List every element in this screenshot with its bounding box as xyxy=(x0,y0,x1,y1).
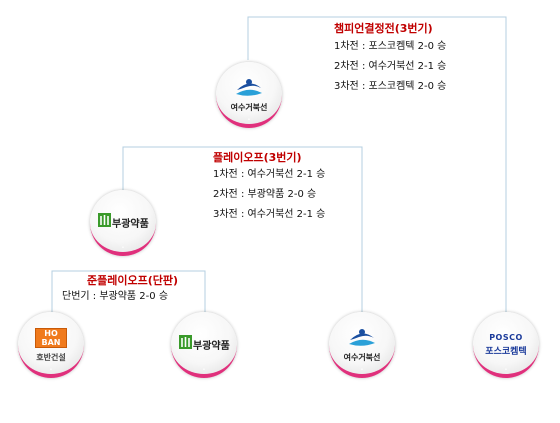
final-bracket-line xyxy=(247,16,507,318)
playoff-game-3: 3차전 : 여수거북선 2-1 승 xyxy=(213,209,326,220)
logo-dot: • xyxy=(360,367,364,373)
championship-results: 1차전 : 포스코켐텍 2-0 승 2차전 : 여수거북선 2-1 승 3차전 … xyxy=(334,37,446,97)
yeosu-logo-final: 여수거북선 • xyxy=(216,62,282,128)
bukwang-logo-playoff: 부광약품 • xyxy=(90,190,156,256)
playoff-bracket-line xyxy=(122,146,363,318)
championship-game-1: 1차전 : 포스코켐텍 2-0 승 xyxy=(334,41,447,52)
championship-game-2: 2차전 : 여수거북선 2-1 승 xyxy=(334,61,447,72)
logo-dot: • xyxy=(504,367,508,373)
team-name: 여수거북선 xyxy=(343,353,381,362)
bukwang-logo-semi: 부광약품 • xyxy=(171,312,237,378)
leaf-icon xyxy=(179,335,192,349)
logo-dot: • xyxy=(49,367,53,373)
team-name: 부광약품 xyxy=(112,219,149,230)
yeosu-logo-playoff: 여수거북선 • xyxy=(329,312,395,378)
turtle-ship-icon xyxy=(349,329,375,346)
semi-bracket-line xyxy=(51,270,206,318)
semi-playoff-title: 준플레이오프(단판) xyxy=(87,274,179,287)
championship-game-3: 3차전 : 포스코켐텍 2-0 승 xyxy=(334,81,447,92)
playoff-results: 1차전 : 여수거북선 2-1 승 2차전 : 부광약품 2-0 승 3차전 :… xyxy=(213,165,325,225)
team-name: 여수거북선 xyxy=(230,103,268,112)
posco-mark-icon: POSCO xyxy=(489,333,523,342)
turtle-ship-icon xyxy=(236,79,262,96)
logo-dot: • xyxy=(121,245,125,251)
posco-logo: POSCO 포스코켐텍 • xyxy=(473,312,539,378)
semi-playoff-results: 단번기 : 부광약품 2-0 승 xyxy=(62,287,168,307)
hoban-mark-icon: HO BAN xyxy=(35,328,67,348)
semi-playoff-game: 단번기 : 부광약품 2-0 승 xyxy=(62,291,169,302)
team-name: 부광약품 xyxy=(193,341,230,352)
playoff-game-1: 1차전 : 여수거북선 2-1 승 xyxy=(213,169,326,180)
playoff-title: 플레이오프(3번기) xyxy=(213,151,302,164)
leaf-icon xyxy=(98,213,111,227)
logo-dot: • xyxy=(202,367,206,373)
hoban-logo: HO BAN 호반건설 • xyxy=(18,312,84,378)
team-name: 포스코켐텍 xyxy=(485,347,527,357)
team-name: 호반건설 xyxy=(36,353,66,362)
championship-title: 챔피언결정전(3번기) xyxy=(334,22,433,35)
playoff-game-2: 2차전 : 부광약품 2-0 승 xyxy=(213,189,317,200)
logo-dot: • xyxy=(247,117,251,123)
